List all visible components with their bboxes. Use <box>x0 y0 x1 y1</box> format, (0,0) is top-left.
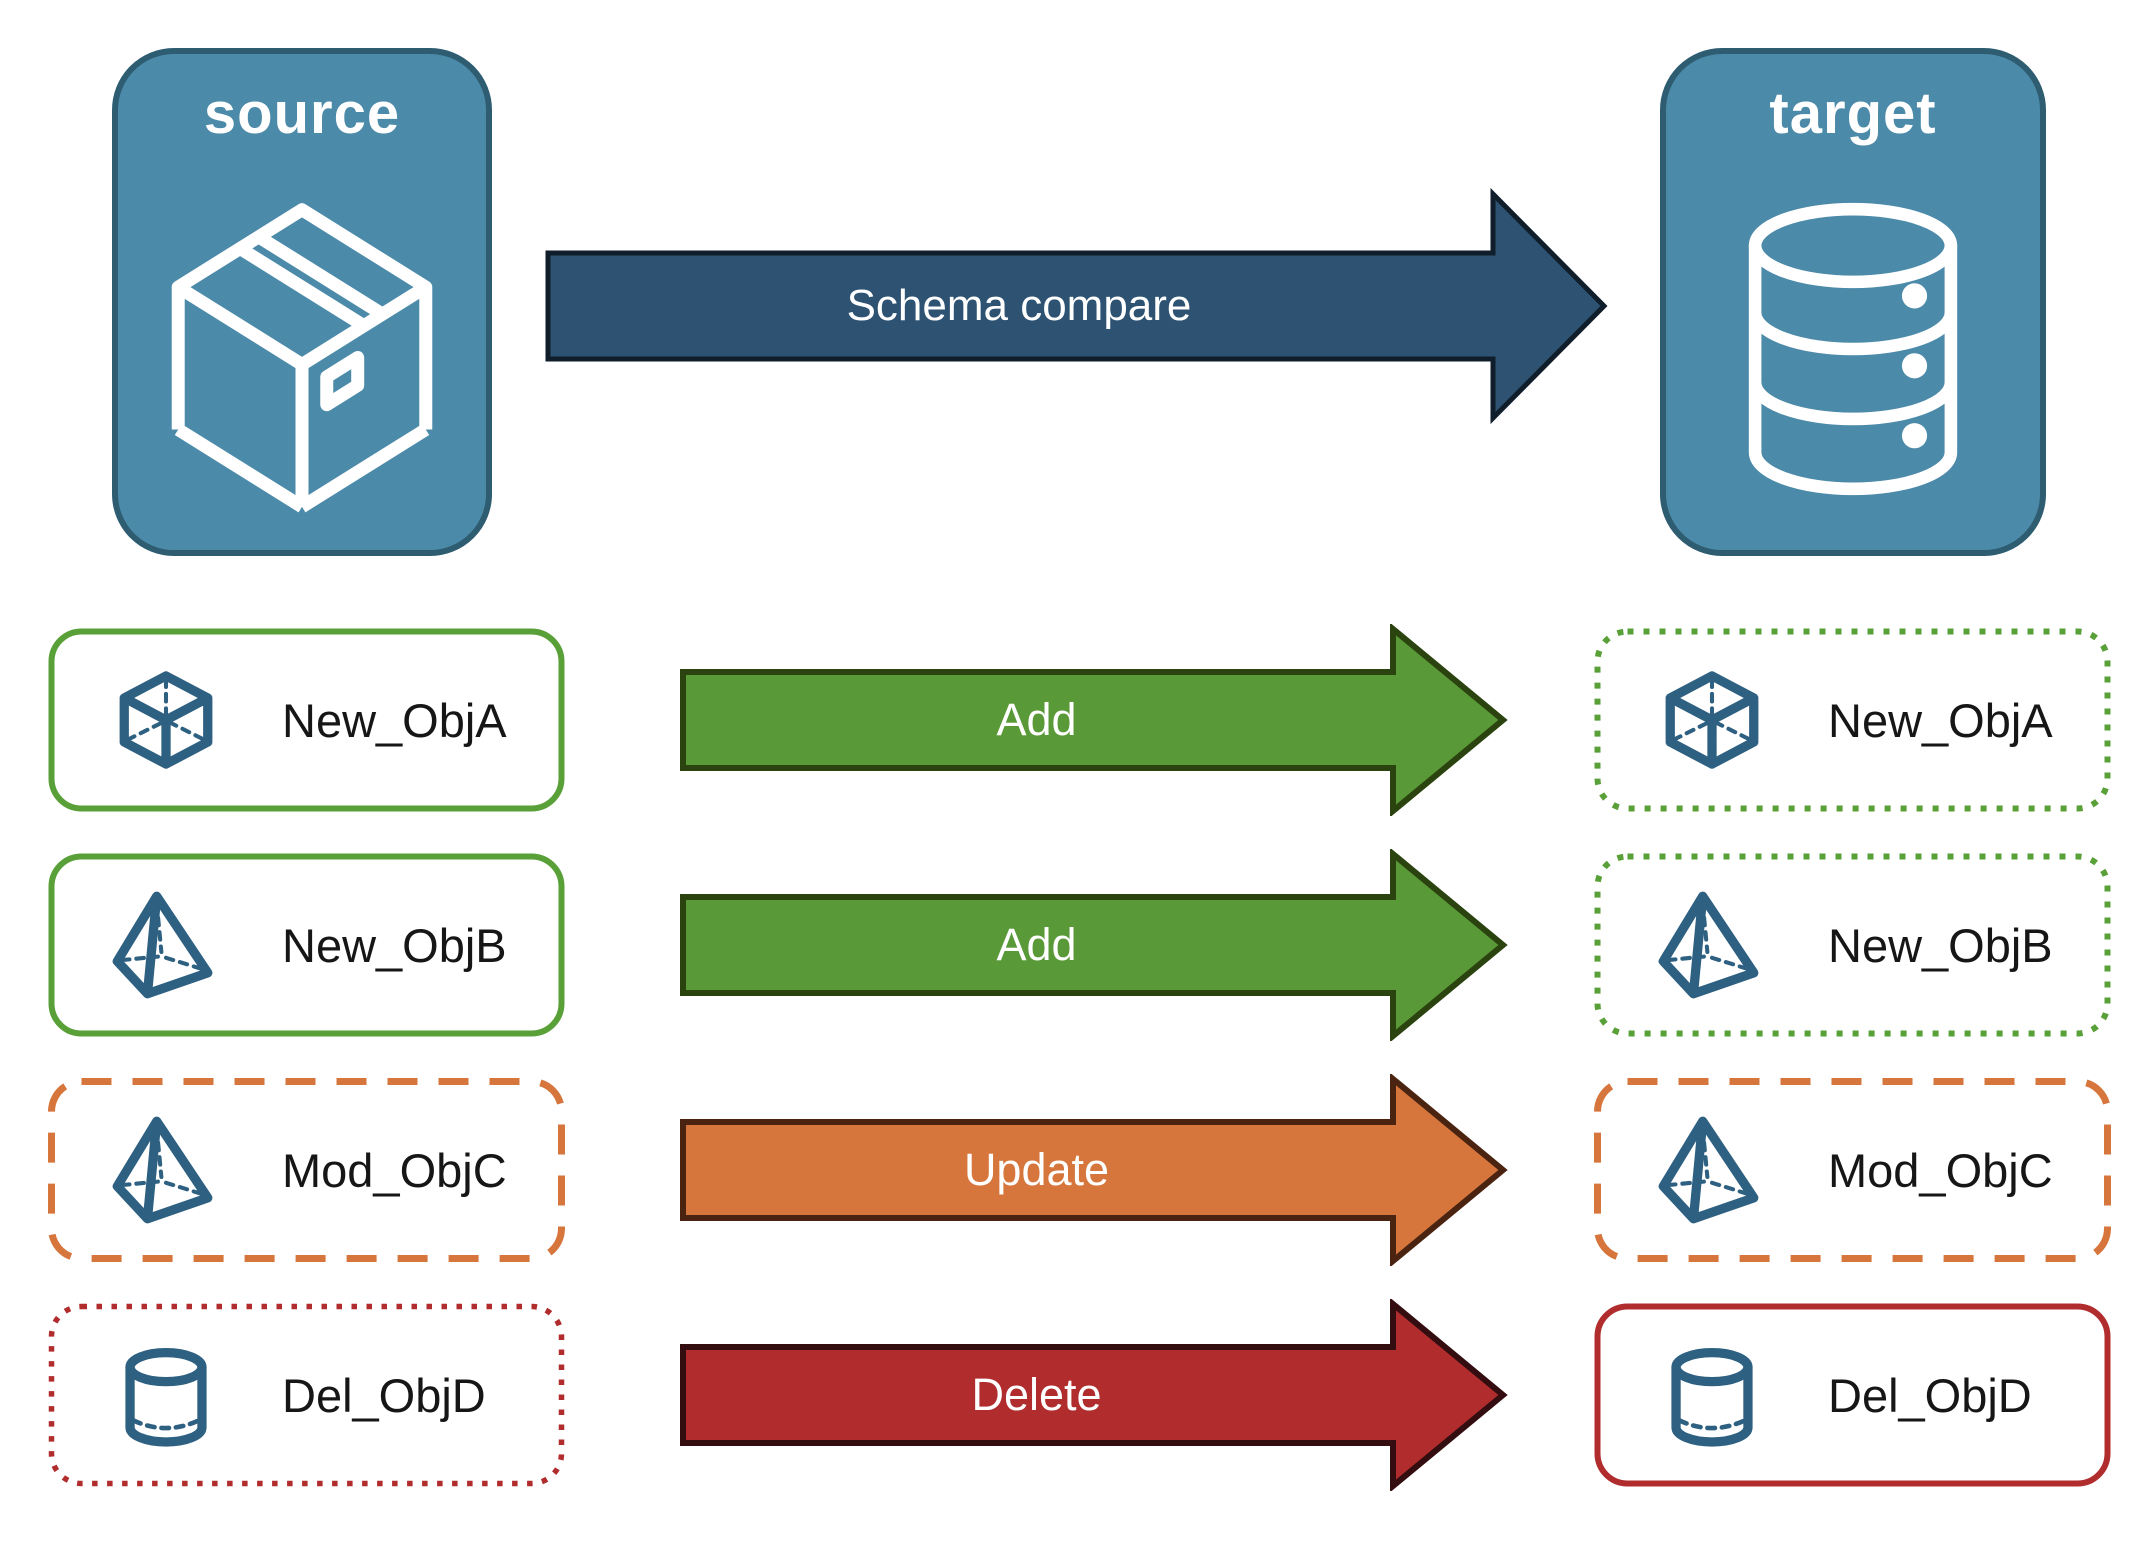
object-label: New_ObjB <box>282 918 507 972</box>
target-object-box: New_ObjA <box>1594 628 2111 812</box>
pyramid-icon <box>108 1112 224 1228</box>
database-icon <box>1666 147 2040 550</box>
source-object-box: Del_ObjD <box>48 1303 565 1487</box>
target-node: target <box>1660 48 2046 556</box>
action-label: Delete <box>971 1369 1102 1420</box>
source-title: source <box>203 81 401 146</box>
schema-compare-arrow: Schema compare <box>545 188 1610 424</box>
source-object-box: New_ObjB <box>48 853 565 1037</box>
action-label: Add <box>996 694 1077 745</box>
source-node: source <box>112 48 492 556</box>
source-object-box: New_ObjA <box>48 628 565 812</box>
row-new-objb: New_ObjB Add New_ObjB <box>0 849 2150 1045</box>
object-label: Mod_ObjC <box>1828 1143 2053 1197</box>
target-title: target <box>1769 81 1937 146</box>
cube-icon <box>108 662 224 778</box>
action-label: Update <box>963 1144 1110 1195</box>
pyramid-icon <box>108 887 224 1003</box>
object-label: Del_ObjD <box>282 1368 486 1422</box>
pyramid-icon <box>1654 1112 1770 1228</box>
object-label: New_ObjB <box>1828 918 2053 972</box>
object-label: New_ObjA <box>282 693 507 747</box>
row-del-objd: Del_ObjD Delete Del_ObjD <box>0 1299 2150 1495</box>
pyramid-icon <box>1654 887 1770 1003</box>
object-label: New_ObjA <box>1828 693 2053 747</box>
target-object-box: Mod_ObjC <box>1594 1078 2111 1262</box>
package-box-icon <box>118 147 486 550</box>
update-arrow: Update <box>680 1074 1508 1266</box>
source-object-box: Mod_ObjC <box>48 1078 565 1262</box>
row-mod-objc: Mod_ObjC Update Mod_ObjC <box>0 1074 2150 1270</box>
object-label: Del_ObjD <box>1828 1368 2032 1422</box>
schema-compare-label: Schema compare <box>846 281 1192 330</box>
add-arrow: Add <box>680 624 1508 816</box>
action-label: Add <box>996 919 1077 970</box>
row-new-obja: New_ObjA Add New_ObjA <box>0 624 2150 820</box>
add-arrow: Add <box>680 849 1508 1041</box>
cylinder-icon <box>108 1337 224 1453</box>
cube-icon <box>1654 662 1770 778</box>
object-label: Mod_ObjC <box>282 1143 507 1197</box>
target-object-box: New_ObjB <box>1594 853 2111 1037</box>
cylinder-icon <box>1654 1337 1770 1453</box>
delete-arrow: Delete <box>680 1299 1508 1491</box>
target-object-box: Del_ObjD <box>1594 1303 2111 1487</box>
